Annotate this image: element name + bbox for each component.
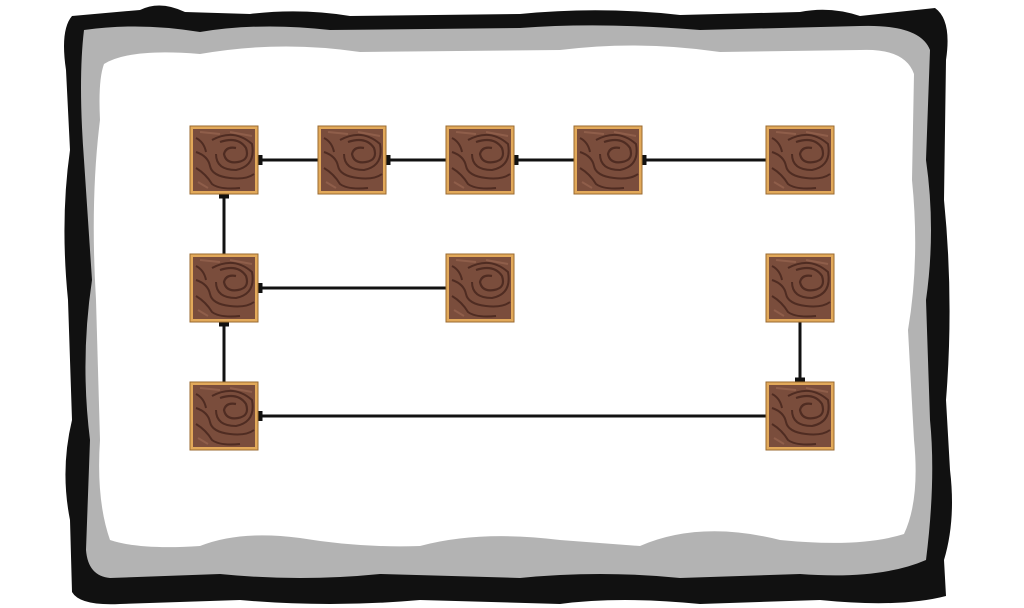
wood-grain-icon	[323, 131, 383, 190]
wood-grain-icon	[771, 259, 831, 318]
wood-grain-icon	[771, 387, 831, 446]
level-node-tile[interactable]	[189, 381, 259, 451]
level-node-tile[interactable]	[573, 125, 643, 195]
wood-grain-icon	[579, 131, 639, 190]
wood-grain-icon	[771, 131, 831, 190]
connector-end-cap	[795, 377, 805, 383]
level-node-tile[interactable]	[445, 125, 515, 195]
path-connector	[219, 321, 229, 382]
level-node-tile[interactable]	[189, 253, 259, 323]
path-connector	[385, 155, 446, 165]
level-node-tile[interactable]	[765, 125, 835, 195]
path-connector	[257, 411, 766, 421]
level-node-tile[interactable]	[189, 125, 259, 195]
connector-end-cap	[513, 155, 519, 165]
path-connector	[795, 322, 805, 383]
connector-end-cap	[641, 155, 647, 165]
level-node-tile[interactable]	[445, 253, 515, 323]
parchment-frame	[64, 5, 952, 605]
wood-grain-icon	[195, 259, 255, 318]
path-connector	[257, 283, 446, 293]
path-connector	[513, 155, 574, 165]
path-connector	[257, 155, 318, 165]
wood-grain-icon	[451, 259, 511, 318]
path-connector	[219, 193, 229, 254]
level-node-tile[interactable]	[317, 125, 387, 195]
level-node-tile[interactable]	[765, 381, 835, 451]
wood-grain-icon	[195, 131, 255, 190]
path-connector	[641, 155, 766, 165]
wood-grain-icon	[451, 131, 511, 190]
connector-end-cap	[257, 411, 263, 421]
connector-end-cap	[219, 193, 229, 199]
connector-end-cap	[257, 283, 263, 293]
connector-end-cap	[219, 321, 229, 327]
wood-grain-icon	[195, 387, 255, 446]
connector-end-cap	[257, 155, 263, 165]
level-node-tile[interactable]	[765, 253, 835, 323]
path-connectors	[219, 155, 805, 421]
connector-end-cap	[385, 155, 391, 165]
level-nodes	[189, 125, 835, 451]
